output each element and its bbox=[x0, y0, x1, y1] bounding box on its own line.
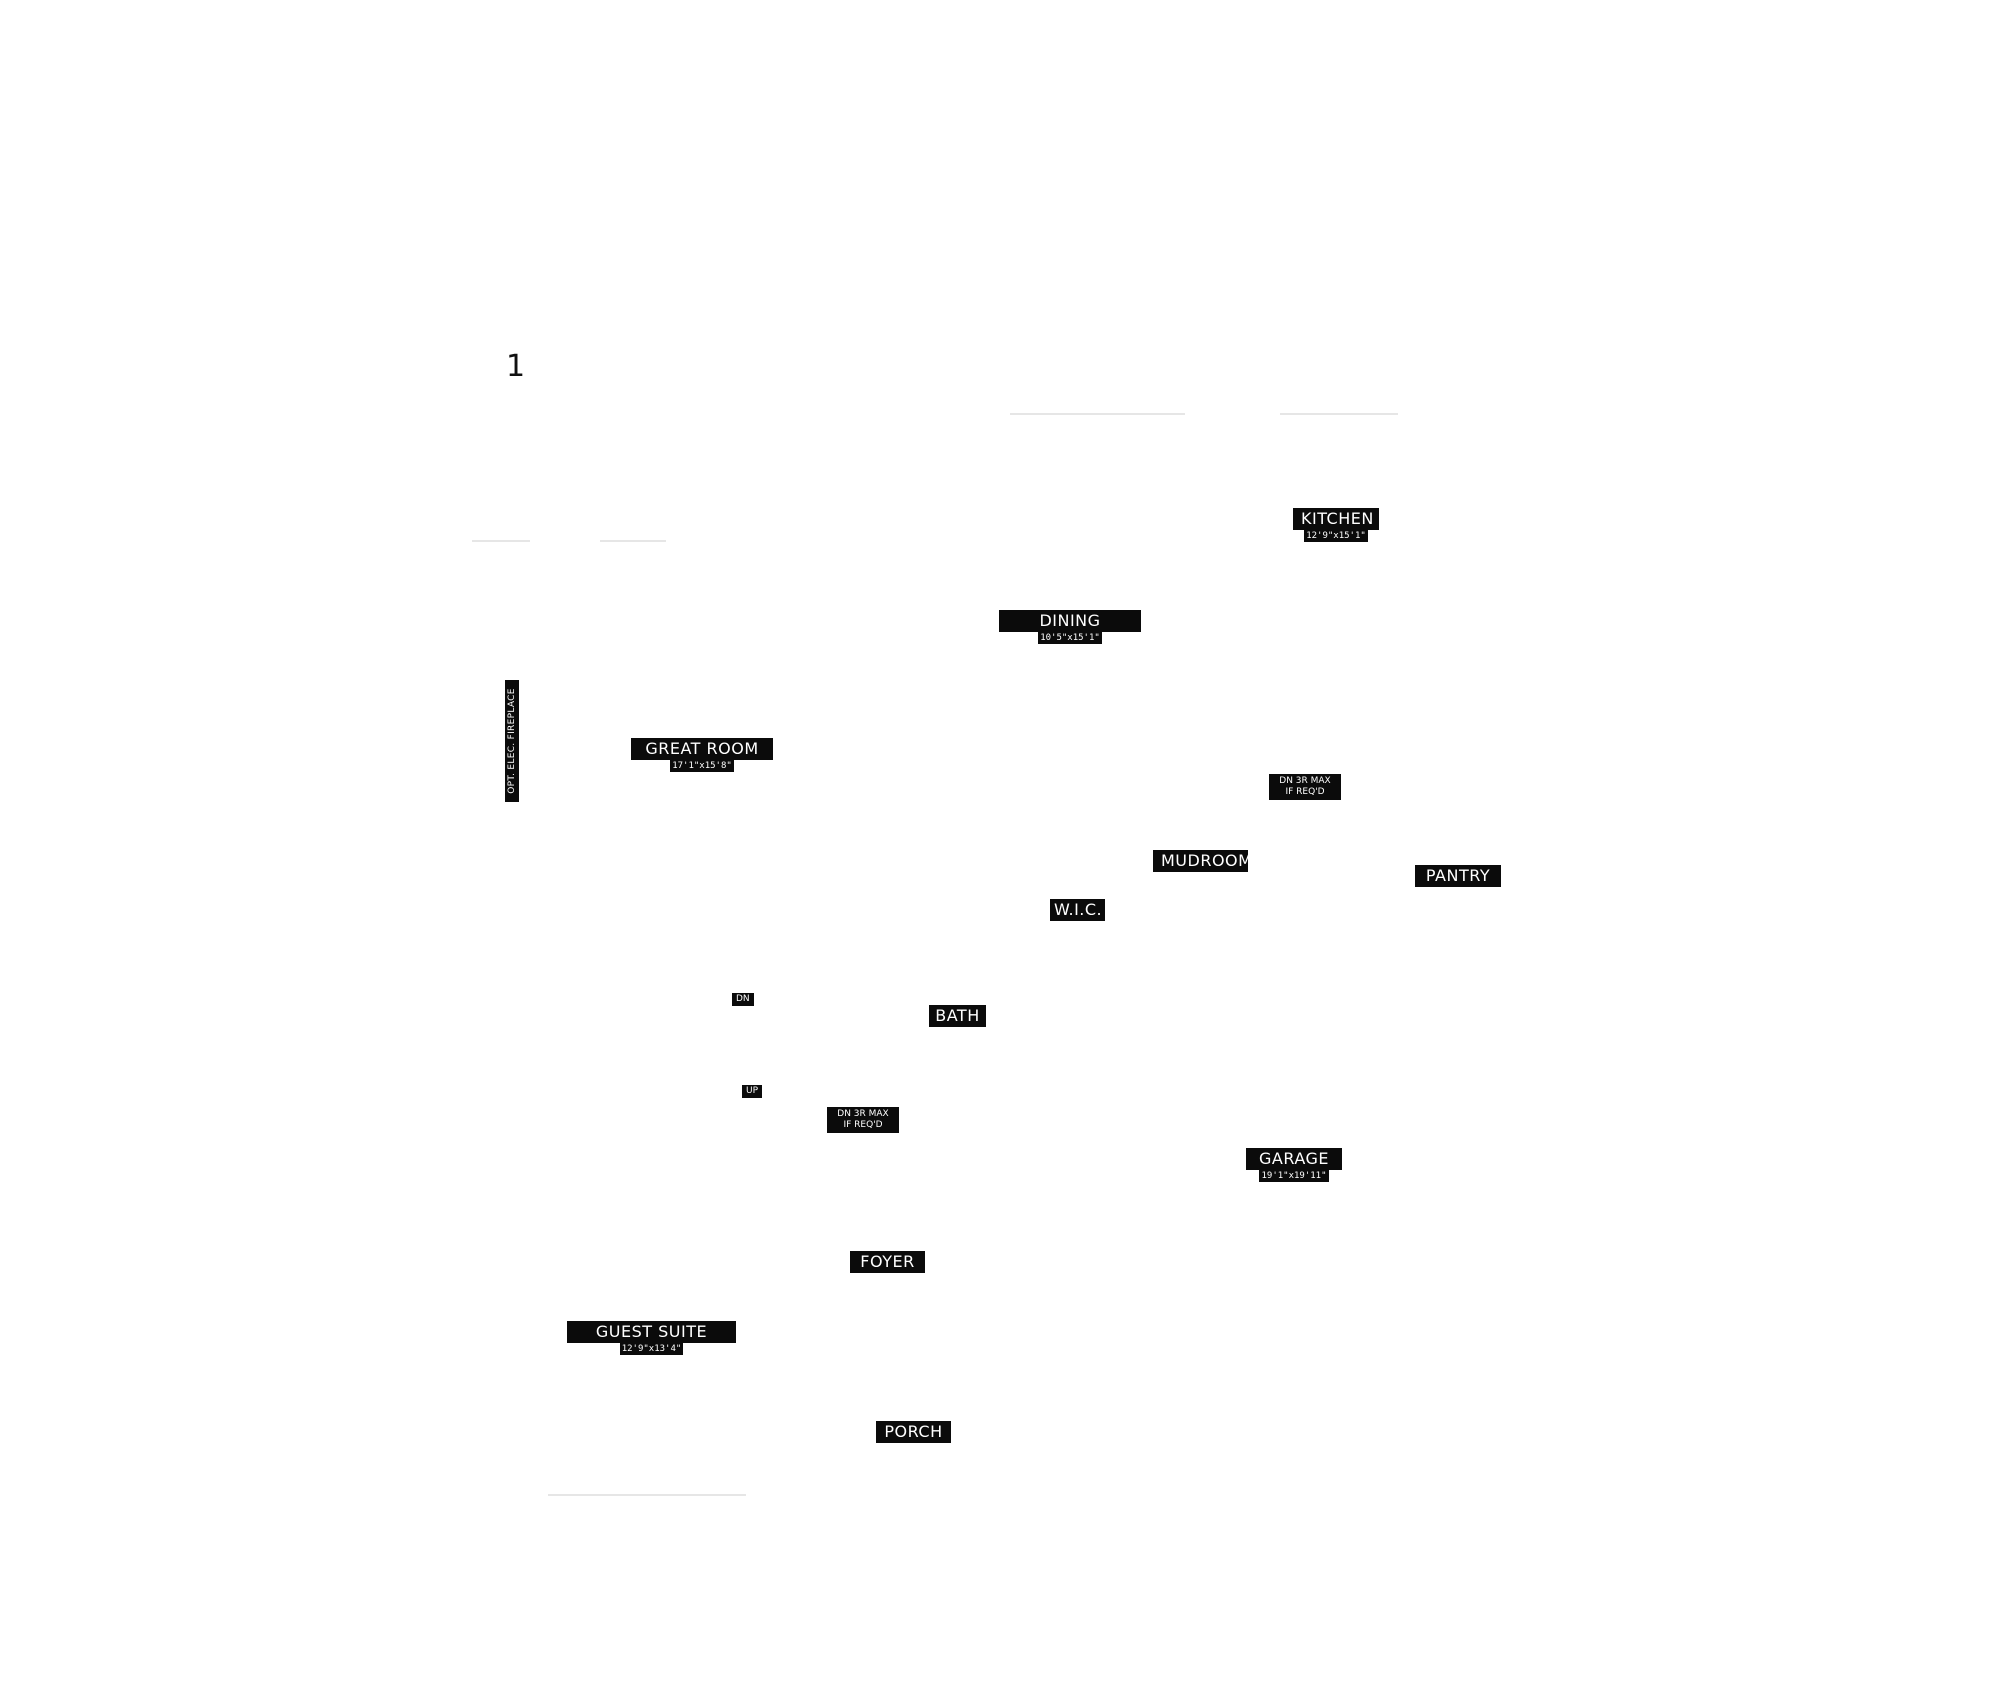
room-name-guest-suite: GUEST SUITE bbox=[567, 1321, 736, 1343]
room-name-porch: PORCH bbox=[876, 1421, 951, 1443]
room-name-foyer: FOYER bbox=[850, 1251, 925, 1273]
room-wic: W.I.C. bbox=[1050, 899, 1105, 921]
room-great-room: GREAT ROOM 17'1"x15'8" bbox=[631, 738, 773, 772]
room-dims-dining: 10'5"x15'1" bbox=[1038, 632, 1102, 644]
room-name-kitchen: KITCHEN bbox=[1293, 508, 1379, 530]
stair-down-label: DN bbox=[732, 993, 754, 1006]
step-note-upper-line1: DN 3R MAX bbox=[1279, 776, 1331, 786]
room-dims-kitchen: 12'9"x15'1" bbox=[1304, 530, 1368, 542]
room-name-garage: GARAGE bbox=[1246, 1148, 1342, 1170]
wall-segment bbox=[600, 540, 666, 542]
step-note-lower: DN 3R MAX IF REQ'D bbox=[827, 1107, 899, 1133]
room-name-dining: DINING bbox=[999, 610, 1141, 632]
room-dims-great-room: 17'1"x15'8" bbox=[670, 760, 734, 772]
floor-number: 1 bbox=[506, 349, 526, 384]
step-note-lower-line1: DN 3R MAX bbox=[837, 1109, 889, 1119]
wall-segment bbox=[1280, 413, 1398, 415]
fireplace-note: OPT. ELEC. FIREPLACE bbox=[505, 680, 519, 802]
room-porch: PORCH bbox=[876, 1421, 951, 1443]
step-note-lower-line2: IF REQ'D bbox=[843, 1120, 883, 1130]
room-name-wic: W.I.C. bbox=[1050, 899, 1105, 921]
room-mudroom: MUDROOM bbox=[1153, 850, 1252, 872]
stair-up-label: UP bbox=[742, 1085, 763, 1098]
room-foyer: FOYER bbox=[850, 1251, 925, 1273]
room-name-great-room: GREAT ROOM bbox=[631, 738, 773, 760]
room-dims-guest-suite: 12'9"x13'4" bbox=[619, 1343, 684, 1355]
room-dining: DINING 10'5"x15'1" bbox=[999, 610, 1141, 644]
room-bath: BATH bbox=[929, 1005, 986, 1027]
wall-segment bbox=[548, 1494, 746, 1496]
room-pantry: PANTRY bbox=[1415, 865, 1501, 887]
fireplace-label: OPT. ELEC. FIREPLACE bbox=[507, 688, 517, 794]
wall-segment bbox=[1010, 413, 1185, 415]
room-guest-suite: GUEST SUITE 12'9"x13'4" bbox=[567, 1321, 736, 1355]
step-note-upper: DN 3R MAX IF REQ'D bbox=[1269, 774, 1341, 800]
room-garage: GARAGE 19'1"x19'11" bbox=[1246, 1148, 1342, 1182]
room-kitchen: KITCHEN 12'9"x15'1" bbox=[1293, 508, 1379, 542]
step-note-upper-line2: IF REQ'D bbox=[1285, 787, 1325, 797]
room-name-pantry: PANTRY bbox=[1415, 865, 1501, 887]
room-name-mudroom: MUDROOM bbox=[1153, 850, 1252, 872]
wall-segment bbox=[472, 540, 530, 542]
room-dims-garage: 19'1"x19'11" bbox=[1259, 1170, 1329, 1182]
room-name-bath: BATH bbox=[929, 1005, 986, 1027]
